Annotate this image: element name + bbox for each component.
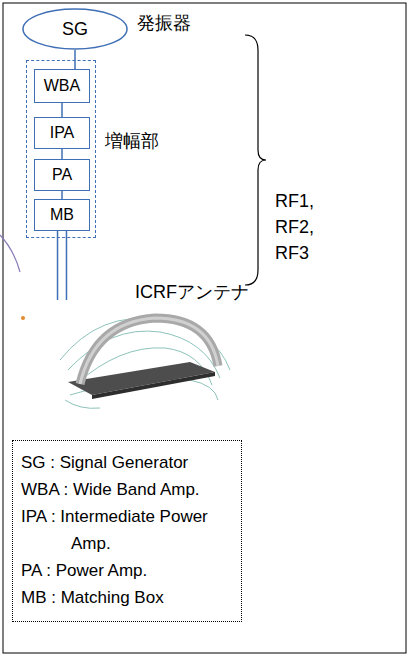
connector <box>66 231 68 300</box>
heading-label: 発振器 <box>137 11 191 35</box>
node-label: WBA <box>44 77 80 95</box>
node-label: IPA <box>50 124 75 142</box>
connector <box>61 149 63 159</box>
amp-box: PA <box>34 159 90 191</box>
abbreviation-box: SG : Signal GeneratorWBA : Wide Band Amp… <box>12 440 242 622</box>
amp-box: WBA <box>34 69 90 103</box>
bracket-label: RF1, RF2, RF3 <box>275 188 325 266</box>
connector <box>57 231 59 300</box>
connector <box>61 103 63 117</box>
edge-fragment <box>0 235 20 272</box>
antenna: ICRFアンテナ <box>40 300 240 415</box>
node-label: PA <box>52 166 72 184</box>
legend-entry: PA : Power Amp. <box>21 557 233 584</box>
edge-fragment <box>21 316 25 320</box>
legend-entry: WBA : Wide Band Amp. <box>21 476 233 503</box>
legend-entry: MB : Matching Box <box>21 584 233 611</box>
amp-box: IPA <box>34 117 90 149</box>
antenna-illustration <box>40 300 240 415</box>
matching-box: MB <box>34 199 90 231</box>
oscillator-ellipse: SG発振器 <box>22 8 128 50</box>
legend-entry: IPA : Intermediate Power Amp. <box>21 503 233 557</box>
legend-entry: SG : Signal Generator <box>21 449 233 476</box>
group-label: 増幅部 <box>105 129 159 153</box>
antenna-label: ICRFアンテナ <box>135 280 249 304</box>
bracket <box>245 35 266 285</box>
node-label: SG <box>62 19 88 40</box>
connector <box>61 191 63 199</box>
node-label: MB <box>50 206 74 224</box>
outer-frame <box>3 3 406 653</box>
amplifier-group: 増幅部WBAIPAPAMB <box>26 60 96 238</box>
